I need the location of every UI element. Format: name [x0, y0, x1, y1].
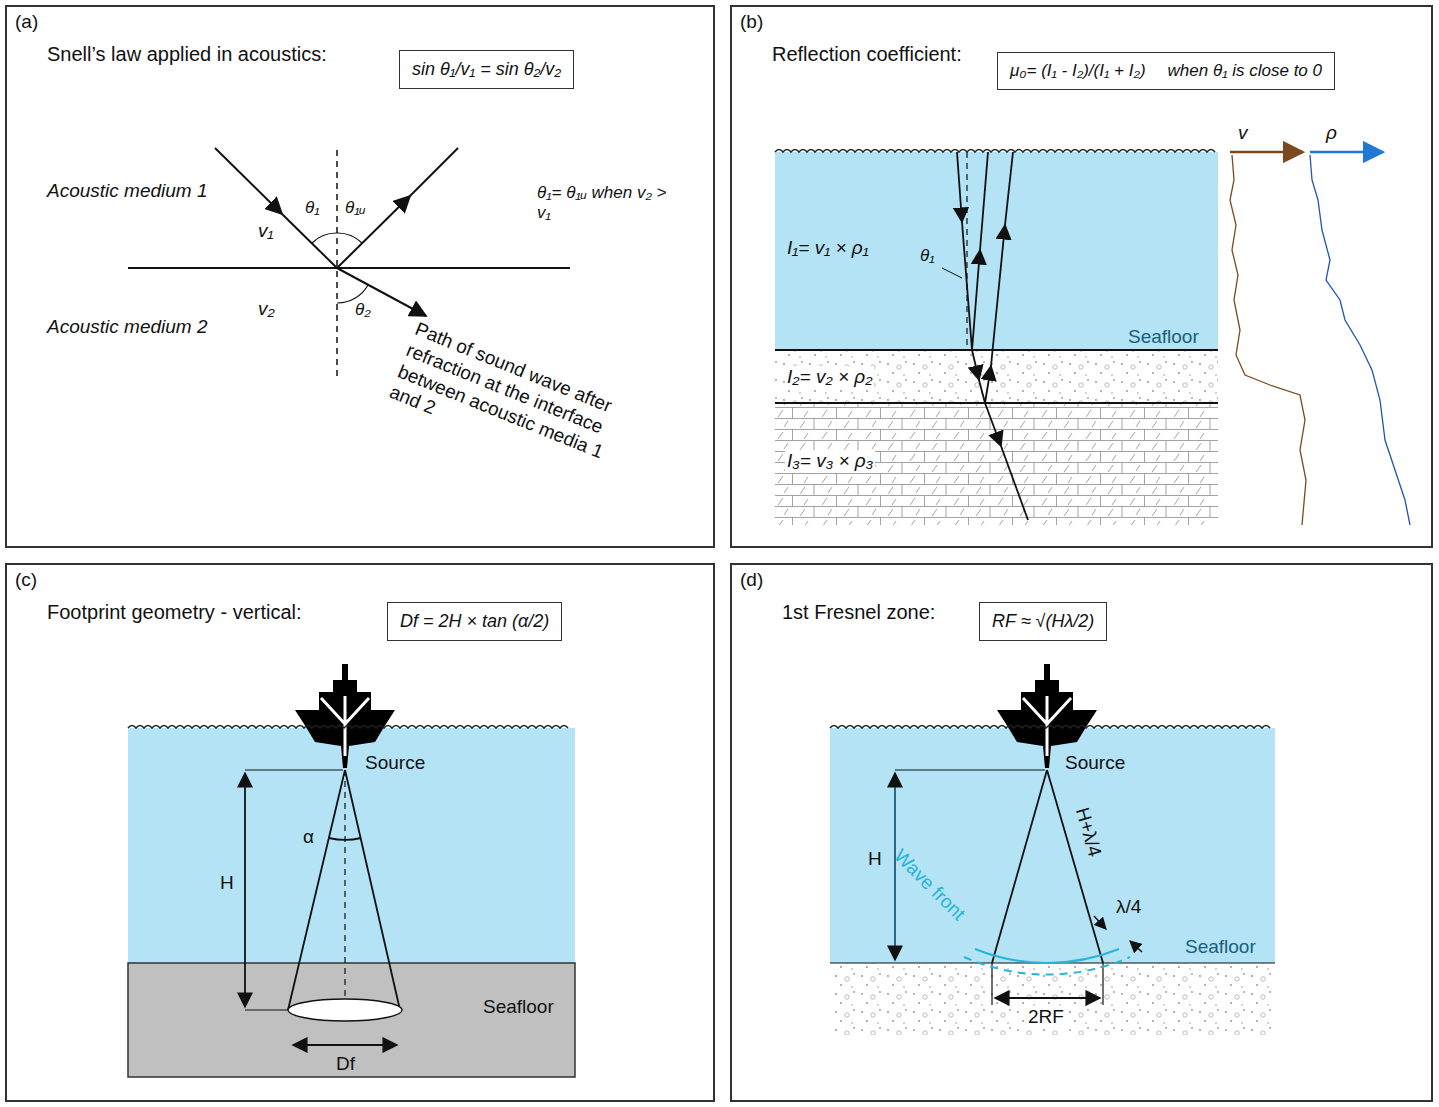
diagram-label: ρ [1326, 122, 1337, 145]
panel-frame: sin θ₁/v₁ = sin θ₂/v₂ (a) Snell’s law appl… [5, 5, 715, 548]
diagram-label: Df [336, 1053, 355, 1076]
diagram-label: I₁= v₁ × ρ₁ [787, 237, 869, 260]
formula-box: Df = 2H × tan (α/2) [387, 602, 562, 641]
formula-text: sin θ₁/v₁ = sin θ₂/v₂ [412, 59, 561, 80]
diagram-label: H [868, 848, 882, 871]
formula-text: Df = 2H × tan (α/2) [400, 611, 549, 632]
panel-title: Reflection coefficient: [772, 43, 962, 66]
fresnel-figure [830, 664, 1275, 1035]
diagram-label: Wave front [889, 845, 970, 926]
formula-box: sin θ₁/v₁ = sin θ₂/v₂ [399, 50, 574, 89]
panel-letter: (a) [15, 11, 38, 33]
diagram-label: H [220, 872, 234, 895]
panel-title: 1st Fresnel zone: [782, 601, 935, 624]
diagram-label: θ₁ [920, 246, 935, 266]
wave-line [775, 150, 1215, 153]
diagram-label: θ₁ [305, 198, 320, 218]
formula-box: RF ≈ √(Hλ/2) [979, 602, 1107, 641]
diagram-label: θ₂ [355, 300, 371, 320]
wave-line [128, 726, 568, 729]
diagram-label: Seafloor [1185, 936, 1256, 959]
formula-text: RF ≈ √(Hλ/2) [992, 611, 1094, 632]
diagram-label: Acoustic medium 2 [47, 316, 208, 339]
diagram-label: H+λ/4 [1070, 805, 1106, 860]
formula-text: μ₀= (I₁ - I₂)/(I₁ + I₂) [1010, 61, 1146, 81]
diagram-label: θ₁= θ₁ᵤ when v₂ > v₁ [537, 183, 667, 224]
diagram-label: Seafloor [1128, 326, 1199, 349]
formula-box: μ₀= (I₁ - I₂)/(I₁ + I₂) when θ₁ is close … [997, 52, 1335, 90]
diagram-label: v₁ [258, 220, 274, 243]
diagram-label: Path of sound wave after refraction at t… [386, 318, 652, 496]
sea-surface [128, 150, 1270, 729]
diagram-label: Source [1065, 752, 1125, 775]
panel-title: Footprint geometry - vertical: [47, 601, 302, 624]
diagram-label: 2RF [1026, 1006, 1066, 1029]
panel-frame: Df = 2H × tan (α/2) (c) Footprint geometry… [5, 563, 715, 1102]
panel-title: Snell’s law applied in acoustics: [47, 43, 327, 66]
panel-letter: (c) [15, 569, 37, 591]
diagram-label: Seafloor [483, 996, 554, 1019]
diagram-label: α [303, 826, 314, 849]
diagram-label: Source [365, 752, 425, 775]
panel-letter: (d) [740, 569, 763, 591]
panel-letter: (b) [740, 11, 763, 33]
wave-line [830, 726, 1270, 729]
diagram-label: v₂ [258, 298, 275, 321]
footprint-figure [128, 664, 575, 1077]
reflection-figure [775, 152, 1410, 525]
diagram-label: Acoustic medium 1 [47, 180, 208, 203]
diagram-label: θ₁ᵤ [345, 198, 366, 218]
diagram-label: λ/4 [1116, 896, 1141, 919]
formula-text: when θ₁ is close to 0 [1168, 61, 1322, 81]
diagram-label: I₂= v₂ × ρ₂ [785, 366, 874, 389]
diagram-label: I₃= v₃ × ρ₃ [785, 450, 875, 473]
diagram-label: v [1238, 122, 1248, 145]
